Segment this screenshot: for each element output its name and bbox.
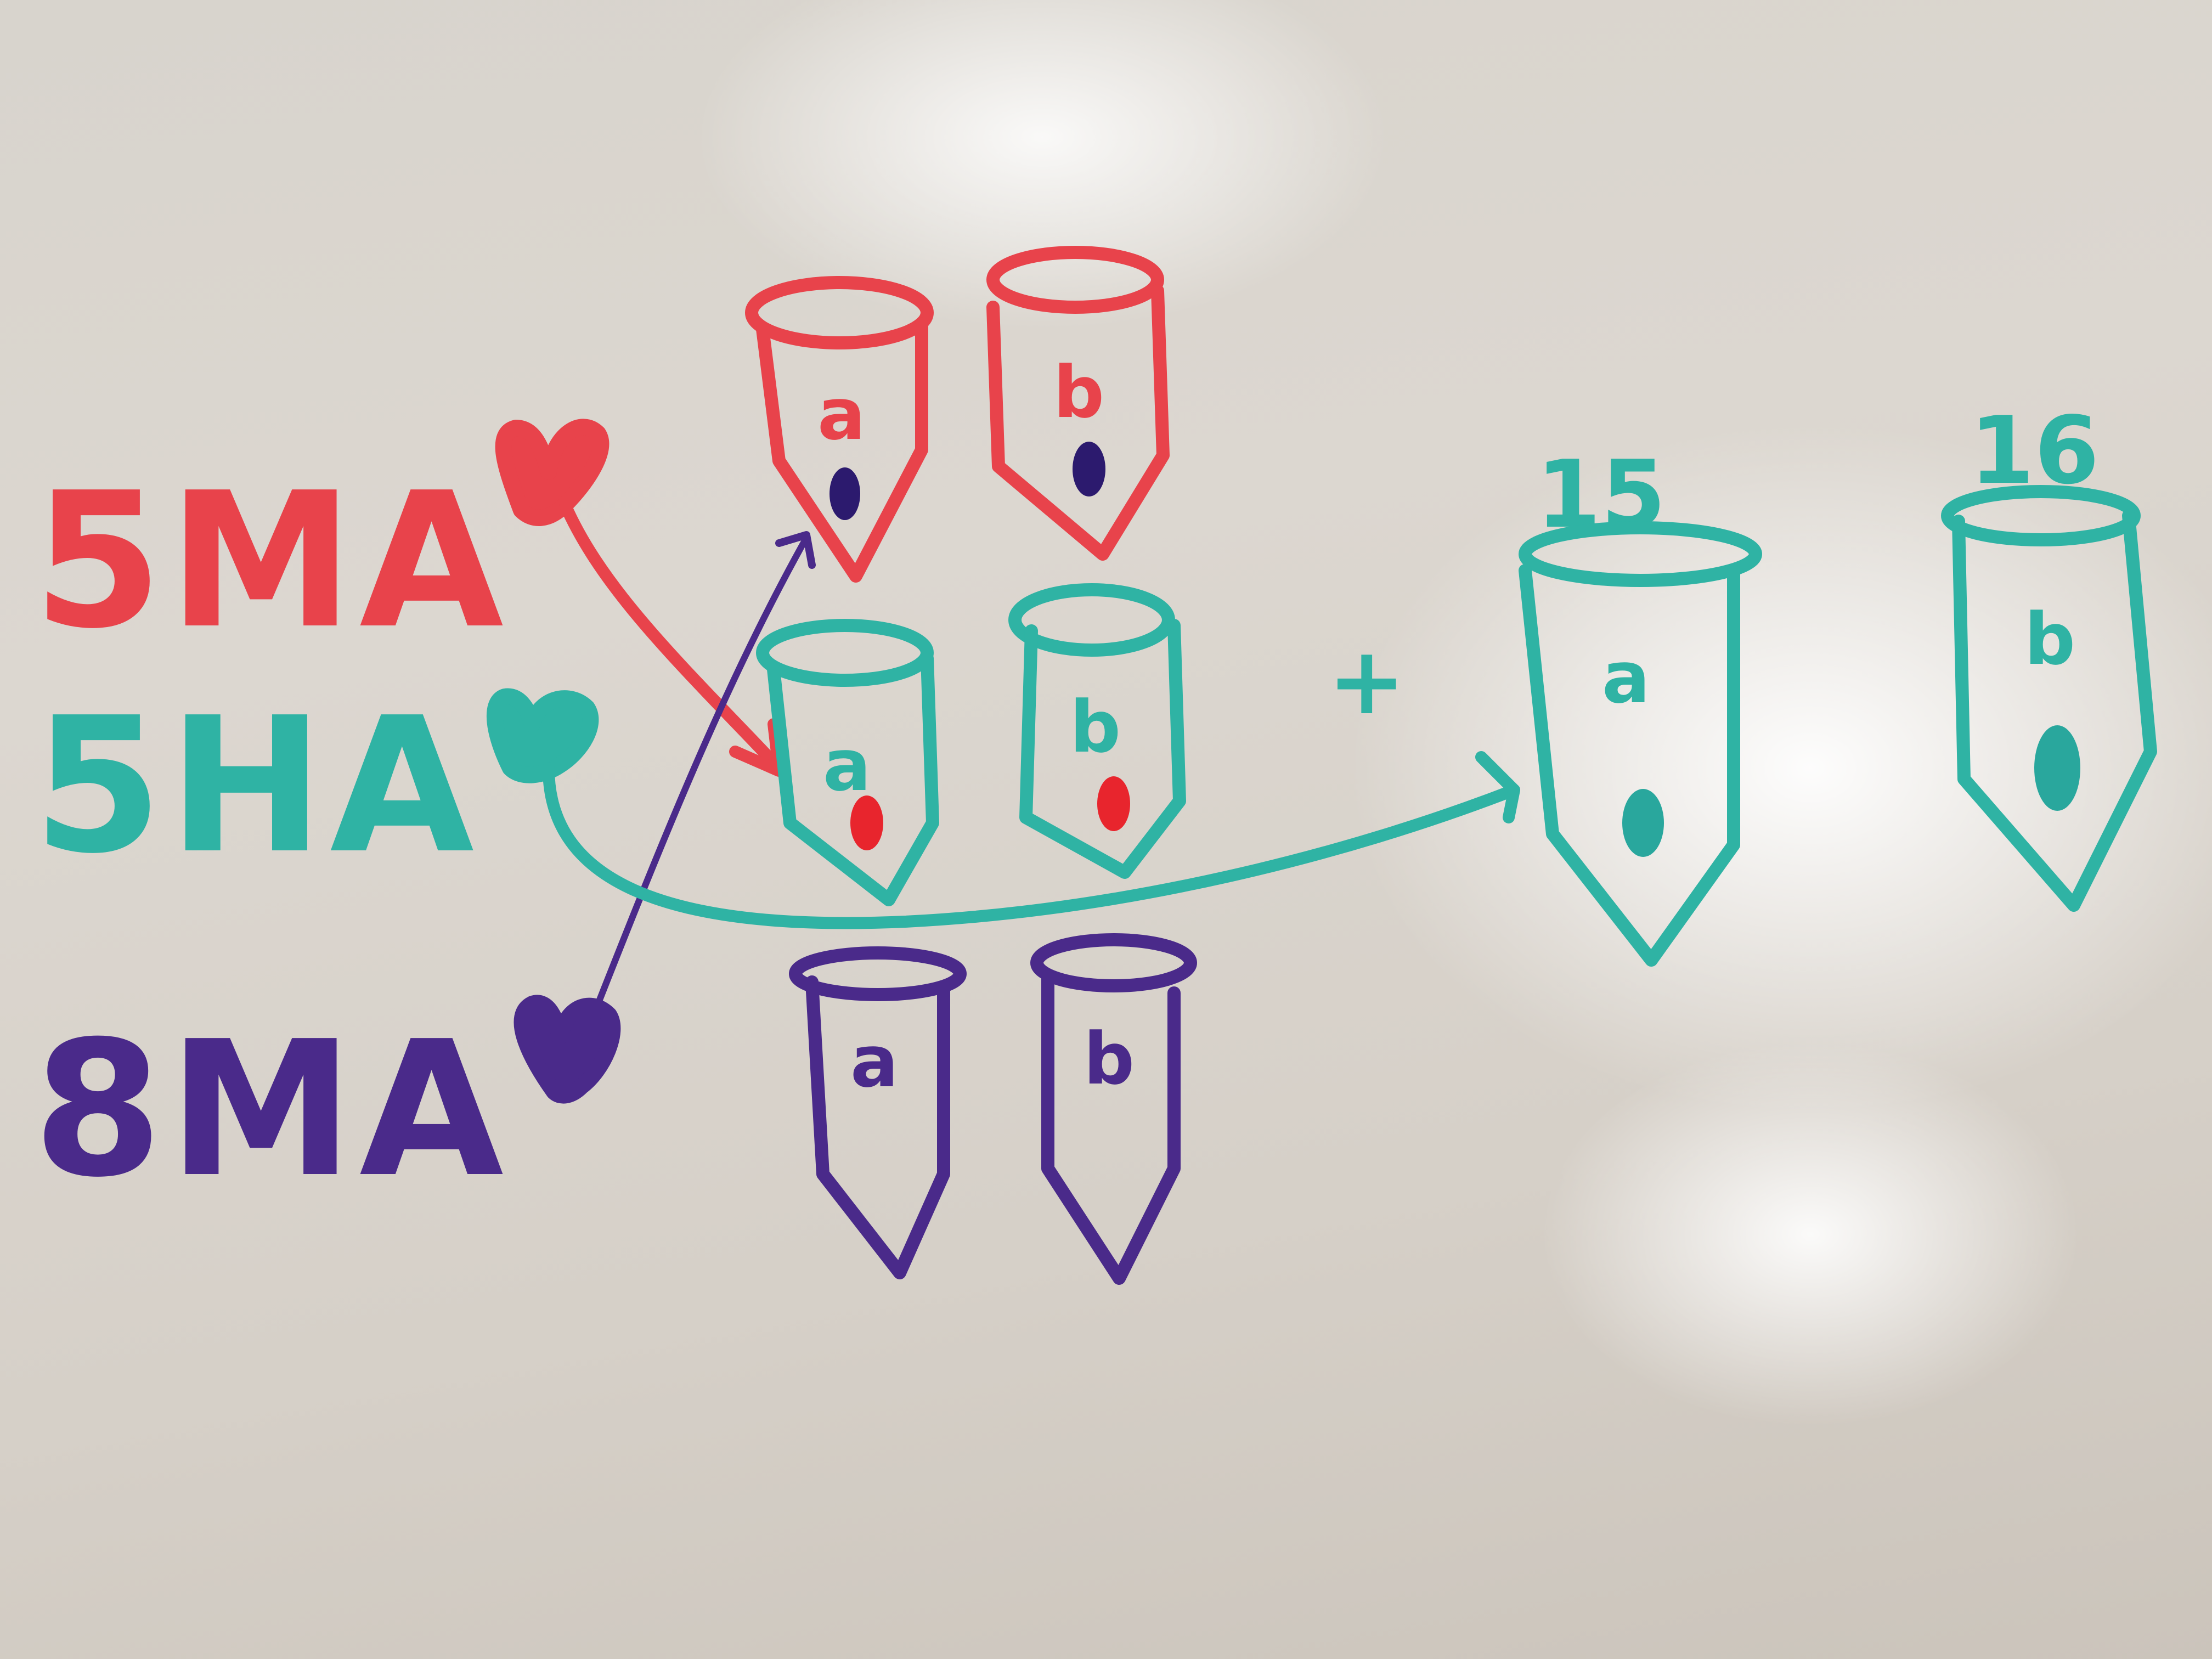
tube-letter: a xyxy=(850,1020,899,1103)
label-5ha: 5HA xyxy=(33,678,479,895)
plus-sign: + xyxy=(1328,627,1406,736)
label-5ma: 5MA xyxy=(33,453,509,670)
flower-sketch-icon xyxy=(514,995,621,1104)
tube-sketch-icon xyxy=(1519,521,1762,967)
flower-sketch-icon xyxy=(495,419,610,526)
tube-letter: b xyxy=(1053,351,1104,434)
tube-sketch-icon xyxy=(986,246,1170,561)
tube-letter: a xyxy=(817,373,866,456)
tube-sketch-icon xyxy=(1941,485,2157,912)
tube-sketch-icon xyxy=(1030,933,1197,1285)
arrow-icon xyxy=(595,534,810,1007)
tube-letter: b xyxy=(1070,685,1121,769)
arrow-icon xyxy=(1475,751,1520,823)
tube-sketch-icon xyxy=(756,619,939,906)
tube-dot xyxy=(2034,725,2080,811)
tube-dot xyxy=(1073,442,1105,496)
tube-letter: b xyxy=(2024,597,2075,681)
tube-sketch-icon xyxy=(745,276,934,583)
tube-dot xyxy=(1622,789,1664,857)
arrow-icon xyxy=(775,531,816,569)
tube-letter: b xyxy=(1084,1017,1135,1101)
tube-dot xyxy=(1097,776,1130,831)
flower-sketch-icon xyxy=(486,688,599,783)
tube-letter: a xyxy=(823,724,871,807)
tube-letter: a xyxy=(1602,636,1650,719)
arrow-icon xyxy=(543,762,1520,929)
tube-sketch-icon xyxy=(1008,583,1186,879)
tube-dot xyxy=(850,795,883,850)
arrow-icon xyxy=(559,499,785,774)
tube-sketch-icon xyxy=(789,946,967,1279)
tube-dot xyxy=(830,467,860,520)
label-8ma: 8MA xyxy=(33,1001,509,1218)
